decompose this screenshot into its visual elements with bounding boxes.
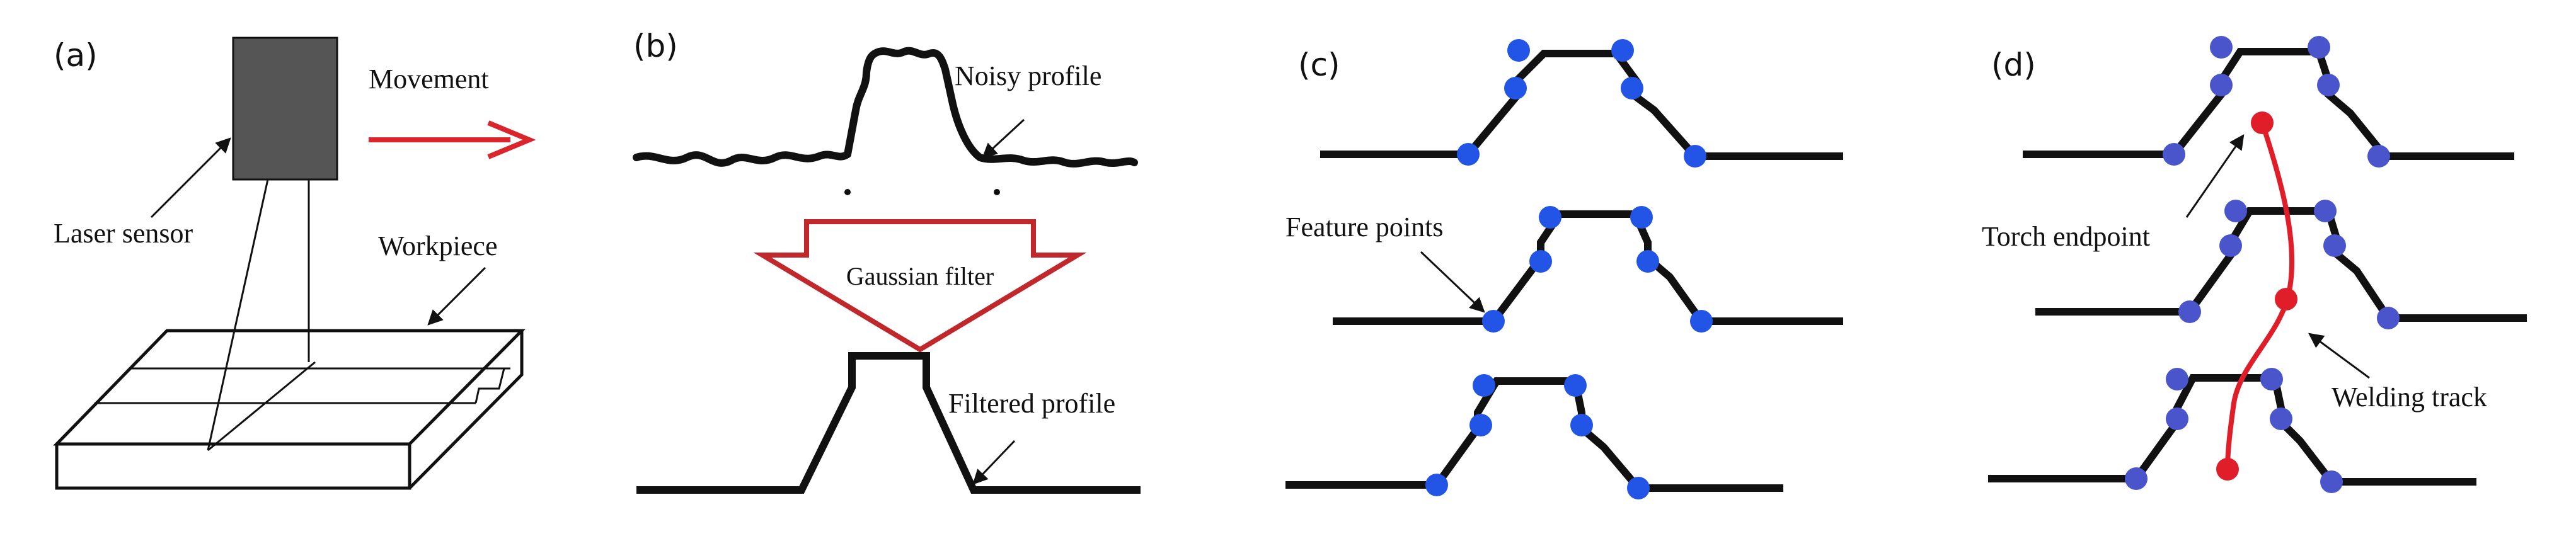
- feature-point: [1636, 250, 1659, 273]
- noise-dot-right: [994, 189, 1000, 195]
- feature-point: [2320, 470, 2343, 493]
- torch-endpoint-pointer: [2185, 134, 2245, 218]
- welding-track-pointer: [2308, 333, 2370, 379]
- movement-arrow: [369, 120, 536, 159]
- workpiece-pointer: [427, 266, 486, 326]
- feature-point: [1507, 39, 1530, 62]
- laser-beam-bottom: [207, 361, 316, 452]
- feature-point: [2166, 368, 2188, 390]
- feature-point: [1529, 250, 1552, 273]
- feature-point: [2308, 36, 2330, 59]
- feature-point: [2367, 145, 2390, 168]
- feature-point: [2125, 467, 2148, 490]
- feature-point: [1611, 39, 1634, 62]
- feature-point: [2178, 300, 2201, 323]
- feature-point: [2314, 200, 2337, 222]
- panel-b-label: (b): [633, 28, 678, 64]
- laser-sensor-pointer: [150, 137, 231, 219]
- profile-c-3: [1285, 374, 1783, 499]
- noisy-profile-label: Noisy profile: [955, 60, 1101, 91]
- gaussian-filter-arrow: [753, 219, 1087, 353]
- feature-point: [2317, 74, 2340, 96]
- feature-points-pointer: [1420, 251, 1485, 313]
- feature-point: [2377, 307, 2400, 329]
- feature-point: [1690, 310, 1713, 333]
- feature-point: [1425, 474, 1448, 496]
- workpiece-label: Workpiece: [378, 231, 497, 261]
- feature-point: [1621, 77, 1643, 100]
- feature-point: [1539, 206, 1561, 229]
- feature-point: [2210, 36, 2233, 59]
- profile-d-3: [1988, 368, 2476, 493]
- noisy-profile-pointer: [982, 118, 1025, 159]
- movement-label: Movement: [369, 64, 489, 94]
- welding-track-label: Welding track: [2332, 382, 2487, 413]
- feature-point: [1564, 374, 1587, 397]
- panel-b: (b) Noisy profile Gaussian filter Filter…: [633, 28, 1141, 494]
- panel-d-label: (d): [1991, 47, 2036, 83]
- laser-beam-left: [207, 179, 269, 451]
- panel-a: (a) Movement Laser sensor Workpiece: [53, 37, 536, 490]
- feature-point: [2210, 74, 2233, 96]
- feature-point: [1473, 374, 1495, 397]
- panel-c-label: (c): [1298, 47, 1340, 83]
- filtered-profile-curve: [636, 352, 1141, 494]
- noisy-profile-curve: [633, 47, 1138, 168]
- feature-point: [1684, 145, 1706, 168]
- feature-point: [1457, 143, 1480, 166]
- filtered-profile-pointer: [972, 440, 1016, 485]
- profile-d-2: [2035, 200, 2527, 329]
- torch-endpoint-marker: [2251, 111, 2274, 134]
- profile-c-1: [1320, 39, 1843, 168]
- panel-a-label: (a): [54, 37, 98, 74]
- feature-point: [2323, 234, 2346, 257]
- feature-point: [1570, 414, 1593, 436]
- feature-point: [2270, 407, 2292, 430]
- feature-point: [1630, 206, 1653, 229]
- profile-d-1: [2023, 36, 2514, 168]
- filtered-profile-label: Filtered profile: [948, 388, 1115, 419]
- feature-point: [1504, 77, 1527, 100]
- laser-sensor-body: [232, 37, 338, 181]
- feature-point: [2260, 368, 2283, 390]
- profile-c-2: [1333, 206, 1843, 333]
- torch-endpoint-marker: [2275, 288, 2297, 310]
- feature-points-label: Feature points: [1285, 212, 1444, 242]
- noise-dot-left: [844, 189, 851, 195]
- panel-d: (d): [1982, 36, 2527, 493]
- feature-point: [2224, 200, 2247, 222]
- panel-c: (c): [1285, 39, 1843, 499]
- feature-point: [1627, 477, 1650, 499]
- feature-point: [1469, 414, 1492, 436]
- feature-point: [2219, 234, 2242, 257]
- gaussian-filter-label: Gaussian filter: [846, 262, 994, 290]
- torch-endpoint-marker: [2216, 458, 2239, 481]
- laser-sensor-label: Laser sensor: [54, 218, 193, 249]
- feature-point: [2163, 143, 2185, 166]
- workpiece: [53, 329, 526, 490]
- feature-point: [1482, 310, 1505, 333]
- feature-point: [2166, 407, 2188, 430]
- welding-track-curve: [2225, 122, 2295, 470]
- torch-endpoint-label: Torch endpoint: [1982, 221, 2150, 252]
